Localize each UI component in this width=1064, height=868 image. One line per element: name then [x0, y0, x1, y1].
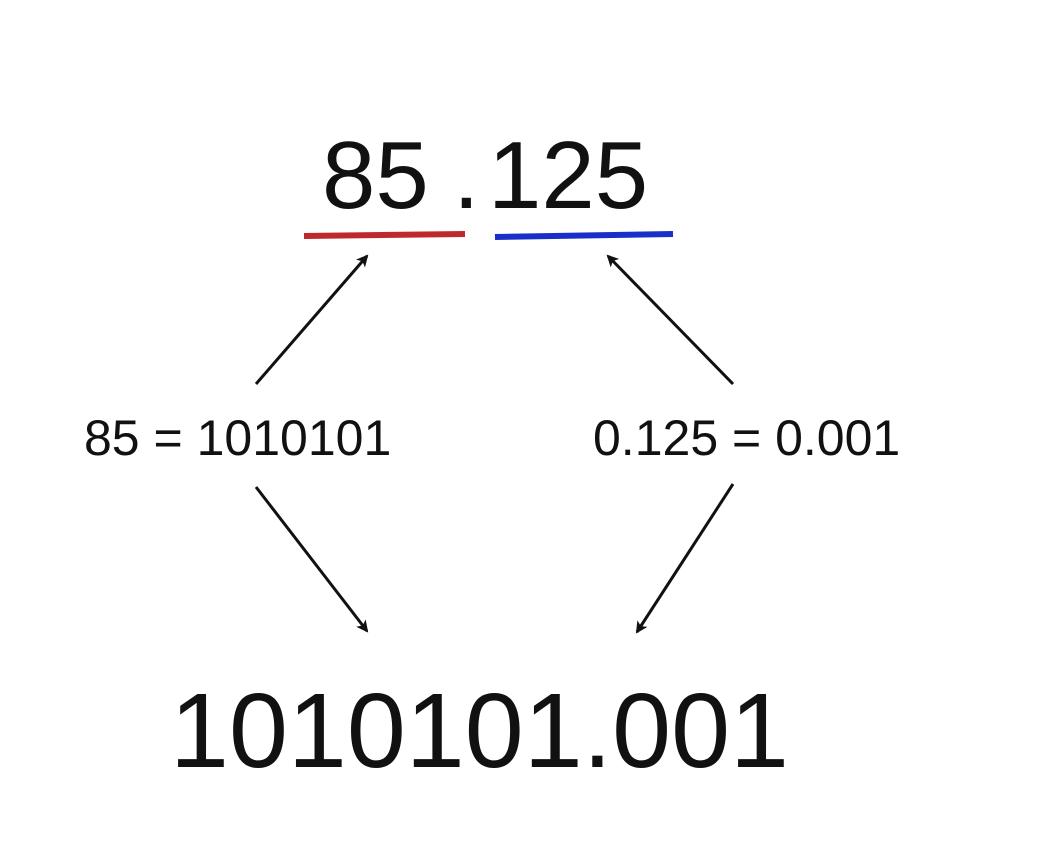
arrow-fraction-up: [606, 254, 735, 386]
fraction-part: 125: [488, 122, 648, 229]
binary-result: 1010101.001: [170, 672, 789, 790]
arrow-integer-down: [254, 486, 369, 633]
decimal-point: .: [453, 122, 480, 229]
integer-underline: [303, 231, 466, 239]
integer-conversion-label: 85 = 1010101: [84, 410, 391, 466]
arrow-integer-up: [254, 254, 369, 385]
fraction-conversion-label: 0.125 = 0.001: [593, 410, 900, 466]
fraction-underline: [494, 231, 674, 240]
integer-part: 85: [322, 122, 429, 229]
arrow-fraction-down: [635, 483, 735, 634]
